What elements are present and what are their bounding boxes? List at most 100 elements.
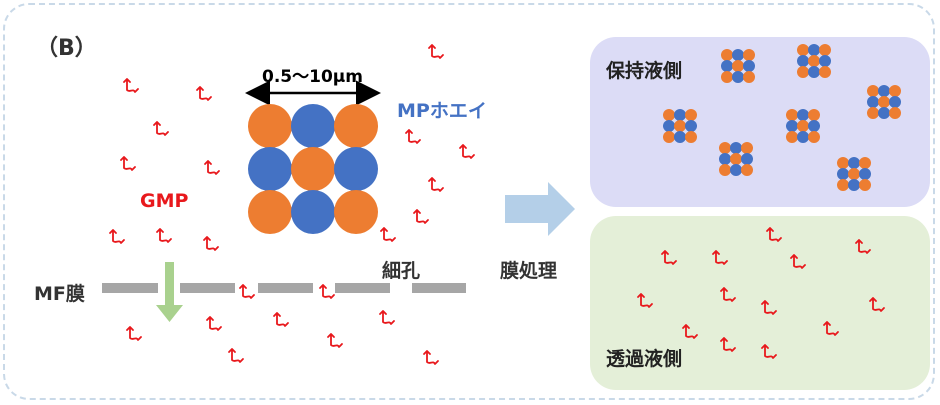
blue-particle xyxy=(743,60,755,72)
blue-particle xyxy=(878,107,890,119)
panel-label: （B） xyxy=(36,36,97,61)
orange-particle xyxy=(743,71,755,83)
blue-particle xyxy=(819,55,831,67)
diagram-frame xyxy=(3,3,935,400)
orange-particle xyxy=(819,44,831,56)
dimension-label: 0.5～10μm xyxy=(262,67,363,87)
gmp-molecule-icon xyxy=(766,227,782,242)
orange-particle xyxy=(808,109,820,121)
mp-whey-micelle-large xyxy=(248,104,378,234)
gmp-molecule-icon xyxy=(156,228,172,243)
blue-particle xyxy=(732,71,744,83)
gmp-molecule-icon xyxy=(203,236,219,251)
retentate-micelles xyxy=(663,44,901,191)
orange-particle xyxy=(797,120,809,132)
mf-membrane xyxy=(102,283,466,293)
orange-particle xyxy=(719,142,731,154)
orange-particle xyxy=(889,107,901,119)
orange-particle xyxy=(848,168,860,180)
orange-particle xyxy=(859,179,871,191)
blue-particle xyxy=(797,109,809,121)
micelle-grid-small xyxy=(797,44,831,78)
pore-label: 細孔 xyxy=(382,260,421,282)
orange-particle xyxy=(663,109,675,121)
gmp-molecule-icon xyxy=(823,321,839,336)
gmp-molecule-icon xyxy=(380,227,396,242)
blue-particle xyxy=(741,153,753,165)
orange-particle xyxy=(730,153,742,165)
blue-particle xyxy=(878,85,890,97)
blue-particle xyxy=(786,120,798,132)
blue-particle xyxy=(797,55,809,67)
gmp-molecule-icon xyxy=(423,350,439,365)
gmp-molecule-icon xyxy=(428,177,444,192)
orange-particle xyxy=(685,131,697,143)
gmp-molecule-icon xyxy=(720,337,736,352)
micelle-grid-small xyxy=(721,49,755,83)
gmp-molecule-icon xyxy=(428,44,444,59)
orange-particle xyxy=(248,190,292,234)
gmp-molecule-icon xyxy=(126,326,142,341)
orange-particle xyxy=(743,49,755,61)
membrane-segment xyxy=(258,283,313,293)
blue-particle xyxy=(730,164,742,176)
orange-particle xyxy=(797,44,809,56)
orange-particle xyxy=(291,147,335,191)
blue-particle xyxy=(674,109,686,121)
orange-particle xyxy=(837,157,849,169)
blue-particle xyxy=(848,157,860,169)
blue-particle xyxy=(730,142,742,154)
membrane-segment xyxy=(180,283,235,293)
membrane-segment xyxy=(335,283,390,293)
blue-particle xyxy=(889,96,901,108)
gmp-molecule-icon xyxy=(682,324,698,339)
orange-particle xyxy=(334,190,378,234)
blue-particle xyxy=(291,104,335,148)
orange-particle xyxy=(732,60,744,72)
orange-particle xyxy=(721,71,733,83)
orange-particle xyxy=(741,142,753,154)
blue-particle xyxy=(808,44,820,56)
orange-particle xyxy=(741,164,753,176)
gmp-molecule-icon xyxy=(228,348,244,363)
gmp-molecule-icon xyxy=(379,310,395,325)
gmp-molecule-icon xyxy=(661,250,677,265)
gmp-molecule-icon xyxy=(720,287,736,302)
gmp-molecule-icon xyxy=(637,293,653,308)
orange-particle xyxy=(786,131,798,143)
orange-particle xyxy=(889,85,901,97)
gmp-molecule-icon xyxy=(459,144,475,159)
orange-particle xyxy=(797,66,809,78)
gmp-molecule-icon xyxy=(319,284,335,299)
gmp-molecule-icon xyxy=(204,160,220,175)
gmp-molecule-icon xyxy=(761,344,777,359)
gmp-molecule-icon xyxy=(206,316,222,331)
gmp-molecule-icon xyxy=(855,239,871,254)
blue-particle xyxy=(334,147,378,191)
blue-particle xyxy=(859,168,871,180)
blue-particle xyxy=(291,190,335,234)
gmp-molecule-icon xyxy=(327,333,343,348)
orange-particle xyxy=(808,55,820,67)
blue-particle xyxy=(685,120,697,132)
gmp-molecule-icon xyxy=(761,300,777,315)
blue-particle xyxy=(732,49,744,61)
micelle-grid-small xyxy=(663,109,697,143)
orange-particle xyxy=(663,131,675,143)
gmp-molecules xyxy=(109,44,885,365)
orange-particle xyxy=(867,85,879,97)
mp-whey-label: MPホエイ xyxy=(397,100,487,122)
micelle-grid-large xyxy=(248,104,378,234)
micelle-grid-small xyxy=(837,157,871,191)
orange-particle xyxy=(819,66,831,78)
gmp-molecule-icon xyxy=(405,129,421,144)
orange-particle xyxy=(786,109,798,121)
blue-particle xyxy=(867,96,879,108)
blue-particle xyxy=(721,60,733,72)
orange-particle xyxy=(867,107,879,119)
membrane-processing-label: 膜処理 xyxy=(500,260,558,282)
gmp-molecule-icon xyxy=(196,86,212,101)
blue-particle xyxy=(719,153,731,165)
gmp-molecule-icon xyxy=(869,297,885,312)
